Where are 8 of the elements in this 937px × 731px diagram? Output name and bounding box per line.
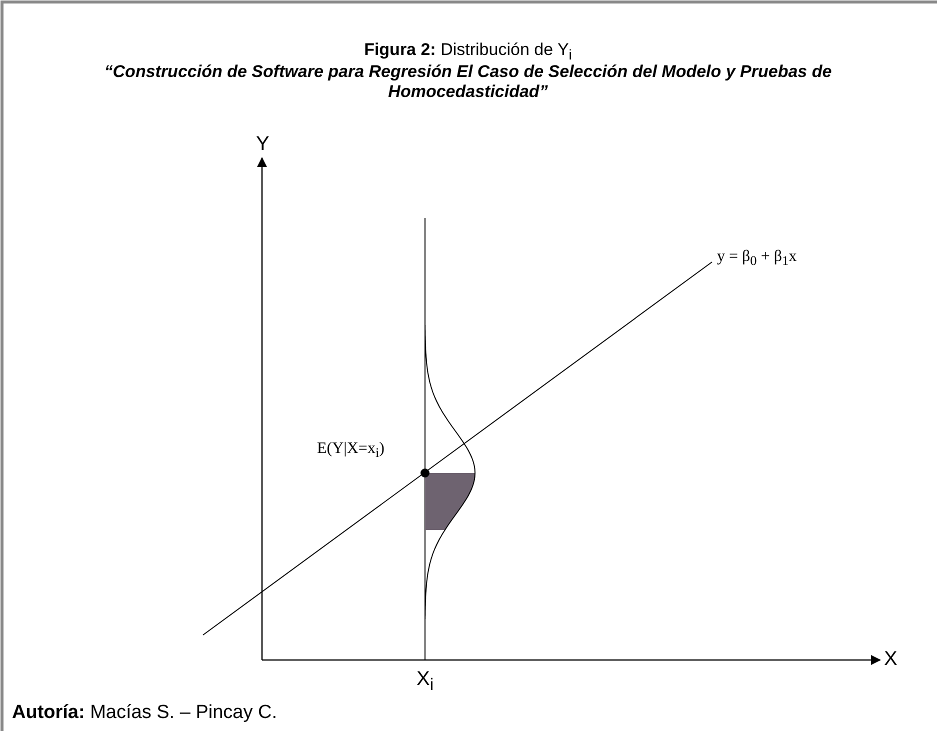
axis-label: Y [256, 133, 270, 156]
expected-value-label: E(Y|X=x$_{i}$) [317, 440, 384, 462]
equation-label: y = β$_{0}$ + β$_{1}$x [717, 248, 797, 270]
axis-label: X [884, 648, 898, 671]
source-note: Autoría: Macías S. – Pincay C. [12, 702, 278, 724]
figure-subtitle: “Construcción de Software para Regresión El Caso de Selección del Modelo y Pruebas de Homocedasticidad” [103, 62, 833, 102]
figure-title: Figura 2: Distribución de Y$_{i}$ [364, 40, 572, 64]
axis-tick-label: X$_{i}$ [416, 668, 434, 695]
